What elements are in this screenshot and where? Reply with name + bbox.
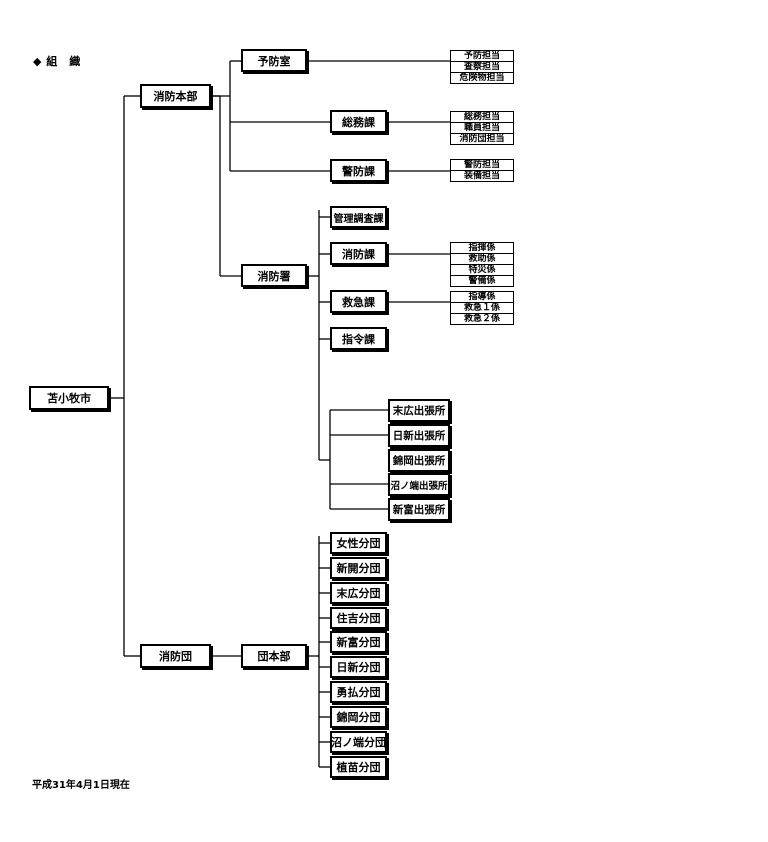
unit-hazardous: 危険物担当 — [450, 72, 514, 84]
node-fire-headquarters: 消防本部 — [140, 84, 211, 108]
node-corps-headquarters: 団本部 — [241, 644, 307, 668]
division-numanohata: 沼ノ端分団 — [330, 731, 387, 753]
node-prevention-office: 予防室 — [241, 49, 307, 72]
node-fire-station: 消防署 — [241, 264, 307, 287]
node-security-section: 警防課 — [330, 159, 387, 182]
node-fire-section: 消防課 — [330, 242, 387, 265]
unit-guard: 警備係 — [450, 275, 514, 287]
division-suehiro: 末広分団 — [330, 582, 387, 604]
division-nishikioka: 錦岡分団 — [330, 706, 387, 728]
page-heading: ◆ 組 織 — [33, 55, 81, 68]
division-shinkai: 新開分団 — [330, 557, 387, 579]
branch-shintomi: 新富出張所 — [388, 498, 450, 521]
division-women: 女性分団 — [330, 532, 387, 554]
division-shintomi: 新富分団 — [330, 631, 387, 653]
node-emergency-section: 救急課 — [330, 290, 387, 313]
branch-numanohata: 沼ノ端出張所 — [388, 473, 450, 496]
node-management-section: 管理調査課 — [330, 206, 387, 228]
unit-emergency-2: 救急２係 — [450, 313, 514, 325]
branch-nisshin: 日新出張所 — [388, 424, 450, 447]
node-command-section: 指令課 — [330, 327, 387, 350]
division-uenae: 植苗分団 — [330, 756, 387, 778]
branch-nishikioka: 錦岡出張所 — [388, 449, 450, 472]
unit-equipment: 装備担当 — [450, 170, 514, 182]
division-nisshin: 日新分団 — [330, 656, 387, 678]
as-of-date: 平成31年4月1日現在 — [32, 780, 130, 791]
node-volunteer-corps: 消防団 — [140, 644, 211, 668]
division-yufutsu: 勇払分団 — [330, 681, 387, 703]
division-sumiyoshi: 住吉分団 — [330, 607, 387, 629]
unit-corps-affairs: 消防団担当 — [450, 133, 514, 145]
branch-suehiro: 末広出張所 — [388, 399, 450, 422]
node-general-affairs: 総務課 — [330, 110, 387, 133]
node-city: 苫小牧市 — [29, 386, 109, 410]
